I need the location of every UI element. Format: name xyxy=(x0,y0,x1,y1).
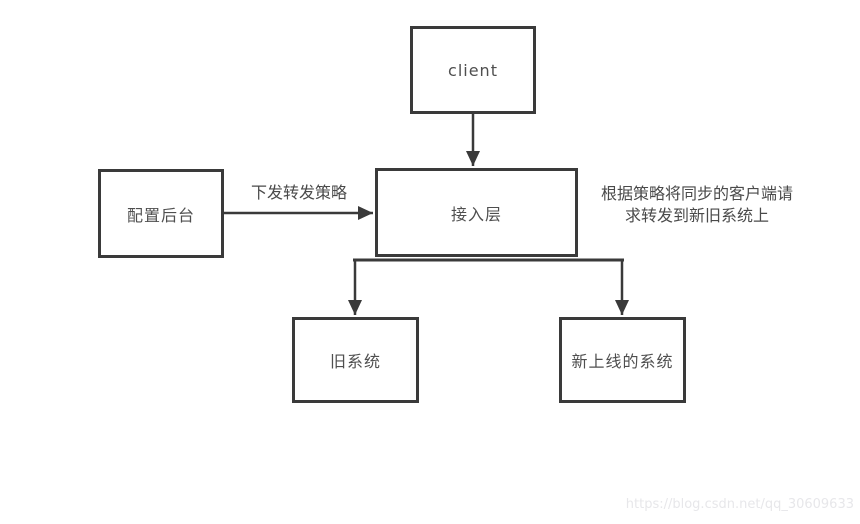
node-access-layer: 接入层 xyxy=(375,168,578,257)
node-config-backend-label: 配置后台 xyxy=(126,205,195,225)
node-config-backend: 配置后台 xyxy=(98,169,224,258)
node-client-label: client xyxy=(448,60,498,80)
node-client: client xyxy=(410,26,536,114)
edge-label-forwarding-policy: 下发转发策略 xyxy=(250,183,347,202)
annotation-line-2: 求转发到新旧系统上 xyxy=(624,206,769,225)
node-new-system-label: 新上线的系统 xyxy=(571,352,674,371)
node-old-system: 旧系统 xyxy=(292,317,419,403)
node-new-system: 新上线的系统 xyxy=(559,317,686,403)
node-old-system-label: 旧系统 xyxy=(329,352,381,371)
annotation-text: 根据策略将同步的客户端请 求转发到新旧系统上 xyxy=(578,183,816,227)
annotation-line-1: 根据策略将同步的客户端请 xyxy=(600,184,793,203)
watermark-url: https://blog.csdn.net/qq_30609633 xyxy=(625,497,854,512)
node-access-layer-label: 接入层 xyxy=(450,204,502,224)
